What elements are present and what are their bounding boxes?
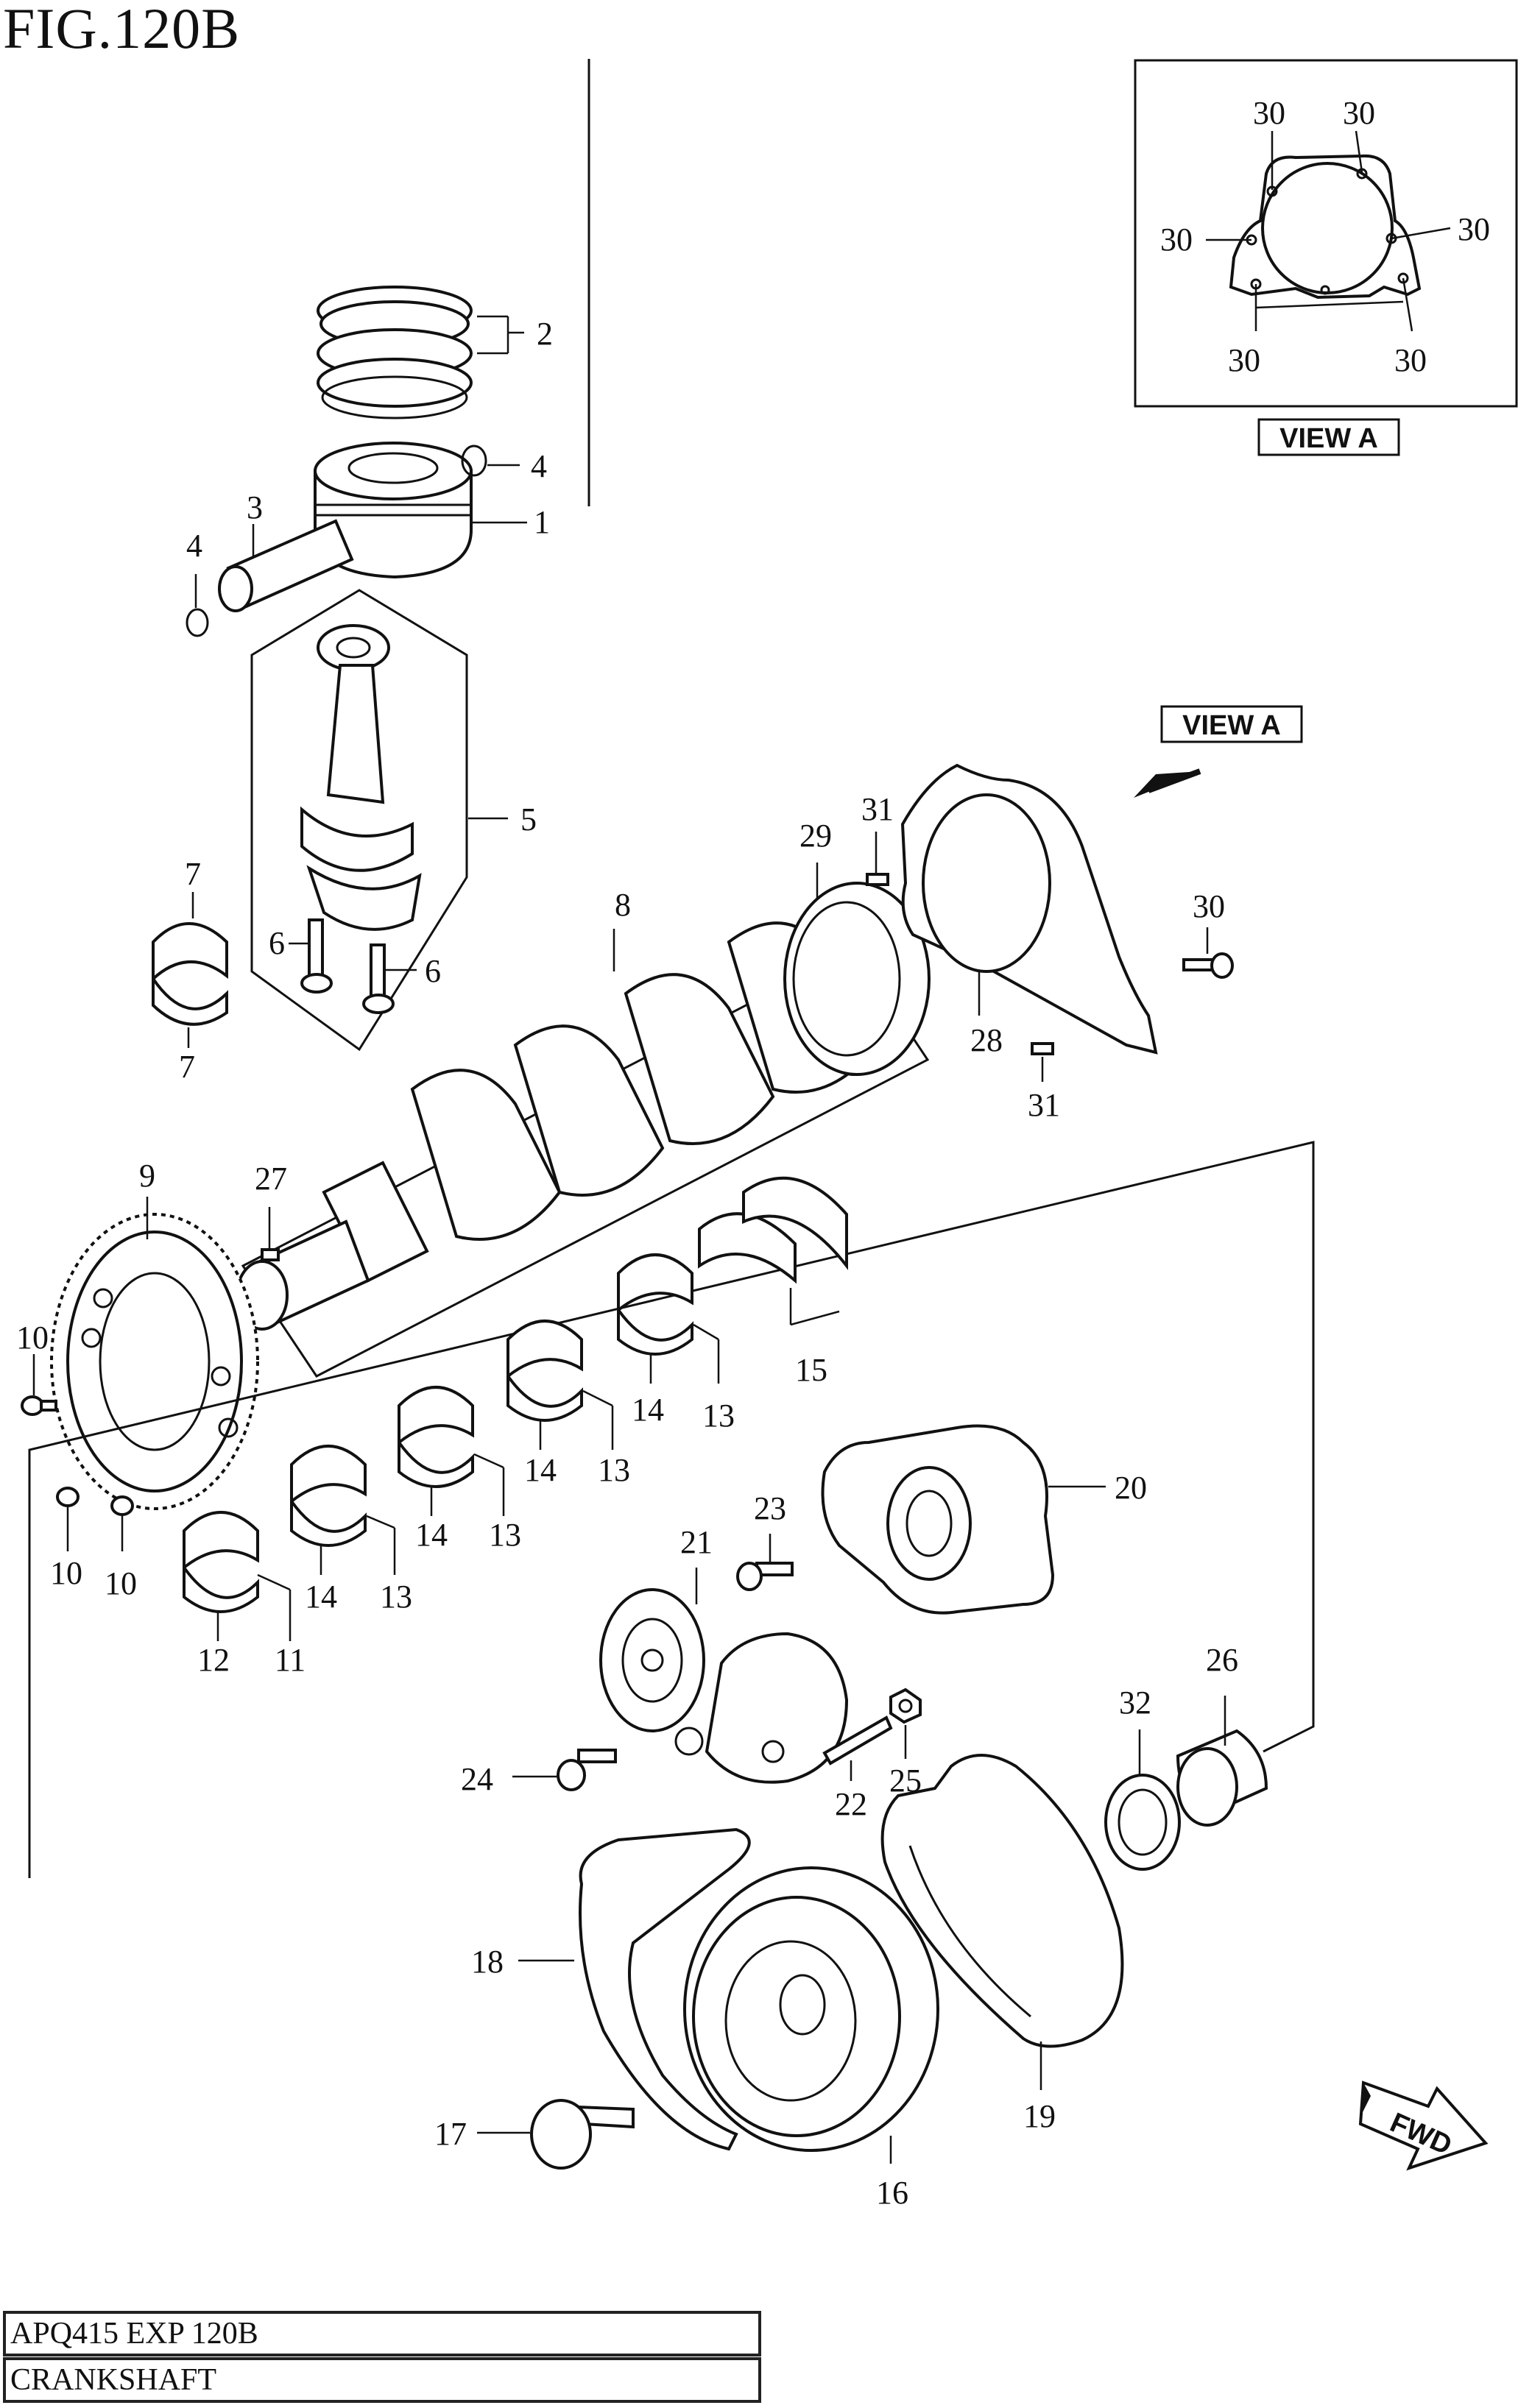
view-a-callout-30: 30 bbox=[1343, 95, 1375, 131]
bracket-bolt: 23 bbox=[736, 1490, 794, 1591]
callout-1: 1 bbox=[534, 504, 550, 540]
thrust-bearing: 15 bbox=[698, 1176, 848, 1388]
callout-6: 6 bbox=[425, 953, 441, 989]
callout-20: 20 bbox=[1115, 1470, 1147, 1506]
snap-ring-left: 4 bbox=[186, 528, 209, 637]
callout-14: 14 bbox=[524, 1452, 557, 1488]
view-a-pointer-text: VIEW A bbox=[1182, 710, 1281, 741]
stud-bolt: 22 bbox=[822, 1715, 893, 1822]
callout-9: 9 bbox=[139, 1158, 155, 1194]
callout-18: 18 bbox=[471, 1944, 504, 1980]
callout-12: 12 bbox=[197, 1642, 230, 1678]
crank-pulley: 16 bbox=[683, 1866, 939, 2211]
callout-4: 4 bbox=[186, 528, 202, 564]
callout-28: 28 bbox=[970, 1022, 1003, 1058]
callout-7: 7 bbox=[179, 1049, 195, 1085]
callout-6: 6 bbox=[269, 925, 285, 961]
footer-catalog-code: APQ415 EXP 120B bbox=[3, 2311, 761, 2356]
rear-oil-seal: 29 bbox=[783, 818, 931, 1076]
callout-29: 29 bbox=[799, 818, 832, 854]
callout-19: 19 bbox=[1023, 2098, 1056, 2134]
callout-10: 10 bbox=[105, 1565, 137, 1601]
callout-31: 31 bbox=[1028, 1087, 1060, 1123]
woodruff-key: 27 bbox=[255, 1161, 287, 1261]
callout-26: 26 bbox=[1206, 1642, 1238, 1678]
con-rod-bearings: 7 7 bbox=[152, 856, 228, 1085]
callout-13: 13 bbox=[702, 1398, 735, 1434]
connecting-rod-group: 6 6 5 bbox=[250, 589, 537, 1052]
callout-13: 13 bbox=[598, 1452, 630, 1488]
piston-pin: 3 bbox=[218, 489, 354, 612]
callout-21: 21 bbox=[680, 1524, 713, 1560]
callout-22: 22 bbox=[835, 1786, 867, 1822]
pulley-bolt: 17 bbox=[434, 2099, 635, 2170]
callout-30: 30 bbox=[1193, 888, 1225, 924]
view-a-pointer: VIEW A bbox=[1134, 705, 1303, 798]
piston-rings: 2 bbox=[317, 286, 553, 419]
callout-10: 10 bbox=[16, 1320, 49, 1356]
callout-8: 8 bbox=[615, 887, 631, 923]
callout-7: 7 bbox=[185, 856, 201, 892]
main-bearing-set-5: 14 13 bbox=[617, 1253, 735, 1434]
front-oil-seal: 32 bbox=[1104, 1685, 1181, 1871]
fwd-arrow-icon: FWD bbox=[1358, 2081, 1489, 2171]
figure-title: FIG.120B bbox=[3, 0, 241, 60]
seal-housing: 28 30 31 31 bbox=[861, 763, 1234, 1123]
drive-belt-large: 19 bbox=[880, 1754, 1124, 2134]
footer-section-name: CRANKSHAFT bbox=[3, 2357, 761, 2403]
callout-27: 27 bbox=[255, 1161, 287, 1197]
callout-16: 16 bbox=[876, 2175, 908, 2211]
drive-belt-small: 18 bbox=[471, 1827, 751, 2151]
callout-24: 24 bbox=[461, 1761, 493, 1797]
belt-tensioner: 21 bbox=[599, 1524, 849, 1784]
view-a-callout-30: 30 bbox=[1228, 342, 1260, 378]
callout-17: 17 bbox=[434, 2116, 467, 2152]
callout-14: 14 bbox=[305, 1579, 337, 1615]
view-a-inset: 30 30 30 30 30 30 bbox=[1134, 59, 1518, 408]
view-a-callout-30: 30 bbox=[1253, 95, 1285, 131]
view-a-caption-text: VIEW A bbox=[1279, 423, 1378, 454]
piston: 1 bbox=[314, 442, 550, 579]
callout-32: 32 bbox=[1119, 1685, 1151, 1721]
callout-11: 11 bbox=[275, 1642, 306, 1678]
sensor-plate: 9 10 10 10 bbox=[16, 1158, 259, 1601]
main-bearing-frame bbox=[28, 1141, 1315, 1878]
pump-bracket: 20 bbox=[821, 1424, 1147, 1615]
callout-15: 15 bbox=[795, 1352, 827, 1388]
view-a-callout-30: 30 bbox=[1160, 222, 1193, 258]
crank-sprocket: 26 bbox=[1176, 1642, 1268, 1827]
view-a-callout-30: 30 bbox=[1394, 342, 1427, 378]
tensioner-bolt: 24 bbox=[461, 1749, 617, 1797]
callout-14: 14 bbox=[632, 1392, 664, 1428]
callout-13: 13 bbox=[489, 1517, 521, 1553]
main-bearing-set-3: 14 13 bbox=[398, 1386, 521, 1553]
main-bearing-set-2: 14 13 bbox=[290, 1445, 412, 1615]
callout-14: 14 bbox=[415, 1517, 448, 1553]
callout-3: 3 bbox=[247, 489, 263, 525]
callout-13: 13 bbox=[380, 1579, 412, 1615]
view-a-callout-30: 30 bbox=[1458, 211, 1490, 247]
main-bearing-set-4: 14 13 bbox=[506, 1320, 630, 1488]
callout-23: 23 bbox=[754, 1490, 786, 1526]
callout-2: 2 bbox=[537, 316, 553, 352]
view-a-caption: VIEW A bbox=[1257, 418, 1400, 456]
nut: 25 bbox=[889, 1688, 922, 1799]
main-bearing-set-1: 12 11 bbox=[183, 1511, 306, 1678]
callout-31: 31 bbox=[861, 791, 894, 827]
snap-ring-right: 4 bbox=[461, 445, 547, 484]
callout-10: 10 bbox=[50, 1555, 82, 1591]
callout-5: 5 bbox=[520, 801, 537, 838]
callout-4: 4 bbox=[531, 448, 547, 484]
